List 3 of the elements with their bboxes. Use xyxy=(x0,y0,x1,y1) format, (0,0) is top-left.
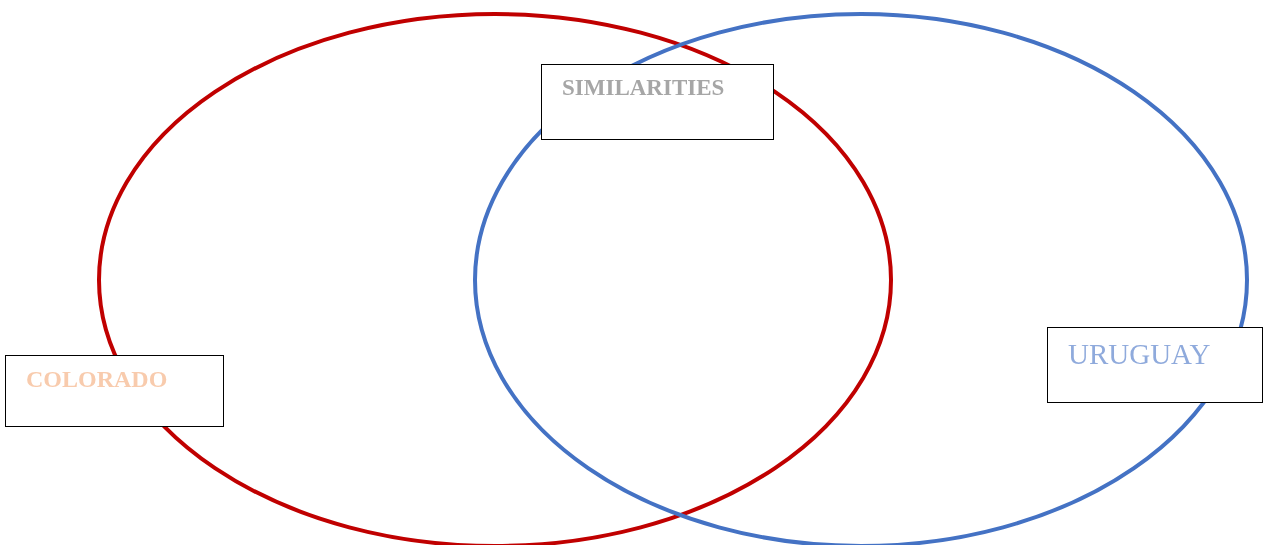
set-label: SIMILARITIES xyxy=(541,64,774,140)
set-label: URUGUAY xyxy=(1047,327,1263,403)
set-label: COLORADO xyxy=(5,355,224,427)
